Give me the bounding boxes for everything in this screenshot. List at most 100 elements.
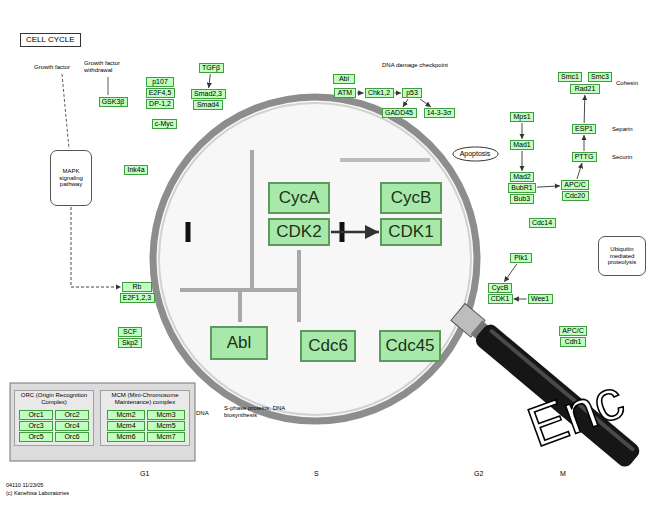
gene-box: Skp2	[118, 338, 142, 348]
gene-name: Skp2	[122, 339, 138, 347]
gene-box: APC/C	[559, 326, 587, 336]
magnifier-lens	[153, 97, 477, 421]
magnified-gene-box: Cdc6	[300, 330, 356, 362]
gene-name: Cdc6	[308, 337, 348, 356]
gene-box: Rb	[122, 282, 152, 292]
signal-line	[108, 77, 109, 95]
gene-name: Rb	[133, 283, 142, 291]
gene-name: p53	[406, 89, 418, 97]
gene-name: GADD45	[385, 109, 413, 117]
interaction-arrow	[504, 264, 517, 282]
gene-box: SCF	[118, 327, 142, 337]
signal-line	[62, 74, 69, 149]
output-label: DNA	[196, 410, 209, 417]
gene-name: Smad2,3	[194, 90, 222, 98]
gene-name: Cdh1	[565, 338, 582, 346]
gene-box: c-Myc	[152, 119, 177, 129]
phase-label: M	[560, 470, 566, 478]
gene-name: Orc1	[28, 411, 43, 419]
gene-name: Rad21	[575, 85, 596, 93]
complex-group: MCM (Mini-Chromosome Maintenance) comple…	[100, 390, 190, 446]
gene-box: GADD45	[382, 108, 417, 118]
gene-name: Mps1	[513, 113, 530, 121]
gene-name: Smc1	[561, 73, 579, 81]
gene-name: Chk1,2	[368, 89, 390, 97]
legend-frame	[10, 383, 195, 461]
diagram-title: CELL CYCLE	[20, 33, 81, 47]
magnified-gene-box: Abl	[210, 326, 268, 360]
interaction-arrow	[522, 123, 523, 139]
copyright: (c) Kanehisa Laboratories	[6, 490, 69, 496]
gene-name: Orc4	[64, 422, 79, 430]
complex-name: ORC (Origin Recognition Complex)	[15, 391, 93, 406]
interaction-arrow	[71, 207, 121, 287]
interaction-arrow	[403, 99, 408, 107]
gene-box: 14-3-3σ	[424, 108, 455, 118]
gene-box: DP-1,2	[146, 99, 174, 109]
complex-label: Securin	[612, 154, 632, 161]
input-label: Growth factor	[34, 64, 70, 71]
gene-name: CycB	[391, 189, 432, 208]
magnified-wire	[238, 290, 242, 322]
phase-label: S	[314, 470, 319, 478]
connectors	[71, 74, 585, 299]
gene-box: Orc2	[55, 410, 89, 420]
magnified-gene-box: CycA	[268, 182, 330, 214]
gene-box: Smc3	[588, 72, 612, 82]
gene-name: Plk1	[514, 254, 528, 262]
gene-name: Mcm3	[156, 411, 175, 419]
magnified-wire	[250, 150, 254, 290]
gene-name: c-Myc	[155, 120, 174, 128]
gene-box: Mcm7	[147, 432, 185, 442]
gene-name: Cdc14	[532, 219, 552, 227]
gene-name: CDK1	[491, 295, 510, 303]
gene-name: ESP1	[575, 125, 593, 133]
gene-name: DP-1,2	[149, 100, 171, 108]
gene-name: Abl	[227, 334, 252, 353]
gene-name: ATM	[338, 89, 352, 97]
magnified-wire	[297, 250, 301, 322]
gene-name: Orc3	[28, 422, 43, 430]
gene-name: 14-3-3σ	[427, 109, 452, 117]
input-label: Growth factor withdrawal	[84, 60, 132, 73]
gene-box: Mcm2	[107, 410, 145, 420]
interaction-arrow	[420, 99, 431, 107]
gene-box: Orc3	[19, 421, 53, 431]
process-name: Apoptosis	[460, 150, 491, 158]
gene-name: Mad1	[513, 141, 531, 149]
gene-name: Abl	[339, 75, 349, 83]
gene-name: GSK3β	[102, 98, 125, 106]
interaction-arrow	[584, 135, 585, 151]
gene-name: Mcm5	[156, 422, 175, 430]
gene-name: APC/C	[564, 181, 585, 189]
gene-box: Orc4	[55, 421, 89, 431]
gene-box: Wee1	[528, 294, 553, 304]
gene-box: TGFβ	[199, 63, 224, 73]
gene-name: Orc6	[64, 433, 79, 441]
gene-box: E2F1,2,3	[120, 293, 155, 303]
gene-name: CycB	[492, 284, 509, 292]
output-label: S-phase proteins, DNA biosynthesis	[224, 405, 308, 418]
interaction-arrow	[357, 93, 364, 94]
gene-box: CycB	[488, 283, 512, 293]
gene-box: Mps1	[510, 112, 534, 122]
gene-box: ATM	[334, 88, 356, 98]
gene-name: CycA	[279, 189, 320, 208]
interaction-arrow	[537, 186, 560, 187]
gene-name: CDK2	[276, 223, 321, 242]
interaction-arrow	[331, 231, 379, 233]
gene-box: CDK1	[488, 294, 513, 304]
magnifier-handle	[450, 302, 643, 470]
interaction-arrow	[584, 95, 586, 123]
gene-name: E2F4,5	[149, 89, 172, 97]
gene-name: BubR1	[511, 184, 532, 192]
gene-name: Wee1	[531, 295, 549, 303]
gene-name: Mcm7	[156, 433, 175, 441]
gene-box: Orc6	[55, 432, 89, 442]
gene-box: Orc1	[19, 410, 53, 420]
gene-box: Cdh1	[560, 337, 586, 347]
gene-name: Smc3	[591, 73, 609, 81]
gene-box: ESP1	[572, 124, 596, 134]
gene-box: Bub3	[510, 194, 534, 204]
phase-label: G2	[474, 470, 483, 478]
